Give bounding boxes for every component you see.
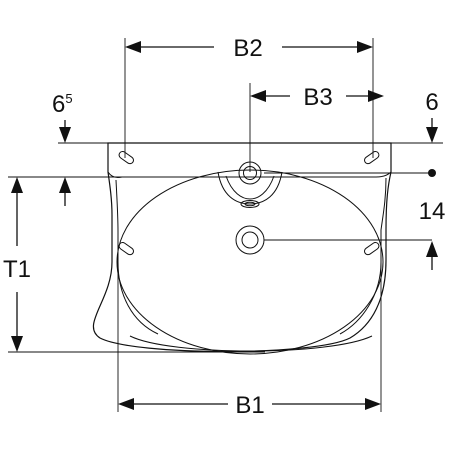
label-b2: B2 <box>233 35 262 62</box>
label-b3: B3 <box>303 84 332 111</box>
label-t1: T1 <box>3 256 31 283</box>
dimension-b2: B2 <box>125 35 373 62</box>
dimension-right-offset: 6 <box>425 89 439 143</box>
mounting-slot-top-left <box>118 151 134 165</box>
basin-outer-contour <box>92 142 392 353</box>
dimension-b1: B1 <box>118 392 381 419</box>
label-right-offset: 6 <box>425 89 438 116</box>
tap-platform <box>217 171 283 205</box>
overflow-slot <box>240 200 260 208</box>
basin-bowl <box>116 169 384 355</box>
basin-outline <box>92 142 392 355</box>
dimension-14: 14 <box>419 169 446 270</box>
dimension-b3: B3 <box>250 84 384 111</box>
dimension-t1: T1 <box>3 177 31 352</box>
basin-deck-edge <box>107 171 392 178</box>
mounting-slot-side-right <box>364 242 380 256</box>
overflow-slot-inner <box>244 201 256 207</box>
label-b1: B1 <box>235 392 264 419</box>
dimension-left-offset: 65 <box>52 91 73 143</box>
tap-platform-inner <box>225 175 275 200</box>
label-14: 14 <box>419 198 446 225</box>
basin-front-edge <box>129 335 373 352</box>
mounting-slot-side-left <box>118 242 134 256</box>
left-reference-arrow <box>59 177 71 206</box>
label-left-offset: 65 <box>52 91 73 118</box>
drain-hole <box>235 225 265 255</box>
mounting-slot-top-right <box>364 151 380 165</box>
